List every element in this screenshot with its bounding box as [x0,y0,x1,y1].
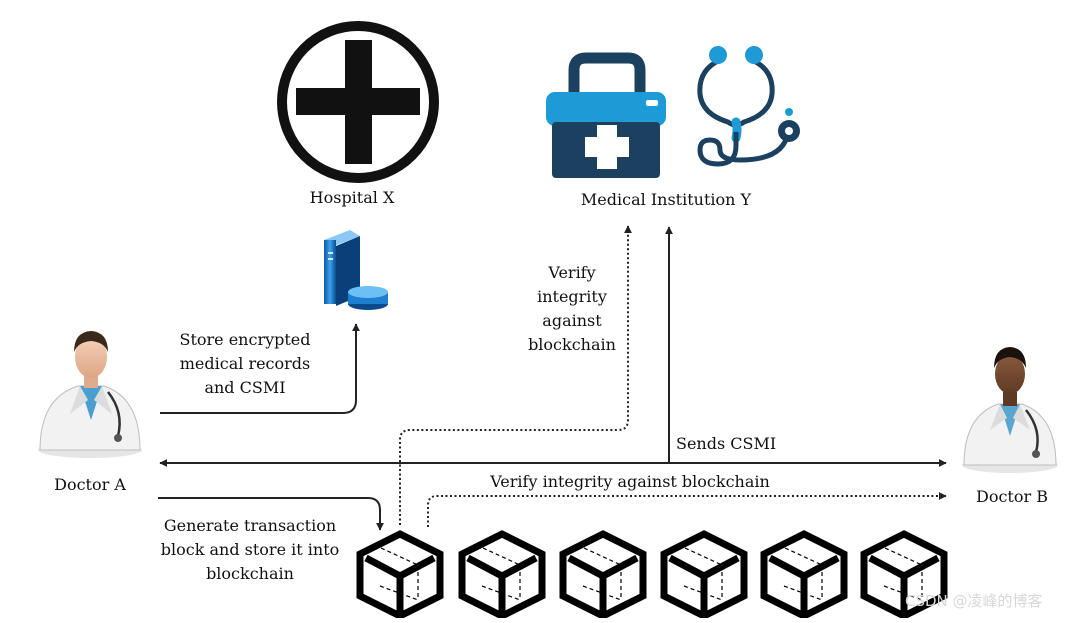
medical-kit-icon [546,52,666,178]
verify-institution-label: Verify integrity against blockchain [528,263,616,354]
blockchain-block [360,534,440,616]
generate-block-label: Generate transaction block and store it … [160,516,340,583]
blockchain-block [462,534,542,616]
watermark: CSDN @凌峰的博客 [905,592,1043,610]
stethoscope-icon [697,46,800,167]
hospital-label: Hospital X [309,188,395,207]
arrow-verify-doctor-b [427,492,947,527]
institution-label: Medical Institution Y [580,190,752,209]
blockchain-block [764,534,844,616]
sends-csmi-label: Sends CSMI [676,434,777,453]
doctor-a-label: Doctor A [54,475,126,494]
store-records-label: Store encrypted medical records and CSMI [179,330,311,397]
blockchain-block [563,534,643,616]
doctor-b-avatar [962,347,1058,473]
blockchain [360,534,944,616]
doctor-a-avatar [38,331,142,458]
verify-doctor-b-label: Verify integrity against blockchain [490,472,770,491]
arrow-generate-block [158,497,384,531]
arrow-verify-institution [399,225,632,525]
blockchain-block [664,534,744,616]
hospital-cross-icon [277,21,439,183]
arrow-store-records [160,323,360,414]
doctor-b-label: Doctor B [976,487,1048,506]
server-database-icon [324,230,388,310]
